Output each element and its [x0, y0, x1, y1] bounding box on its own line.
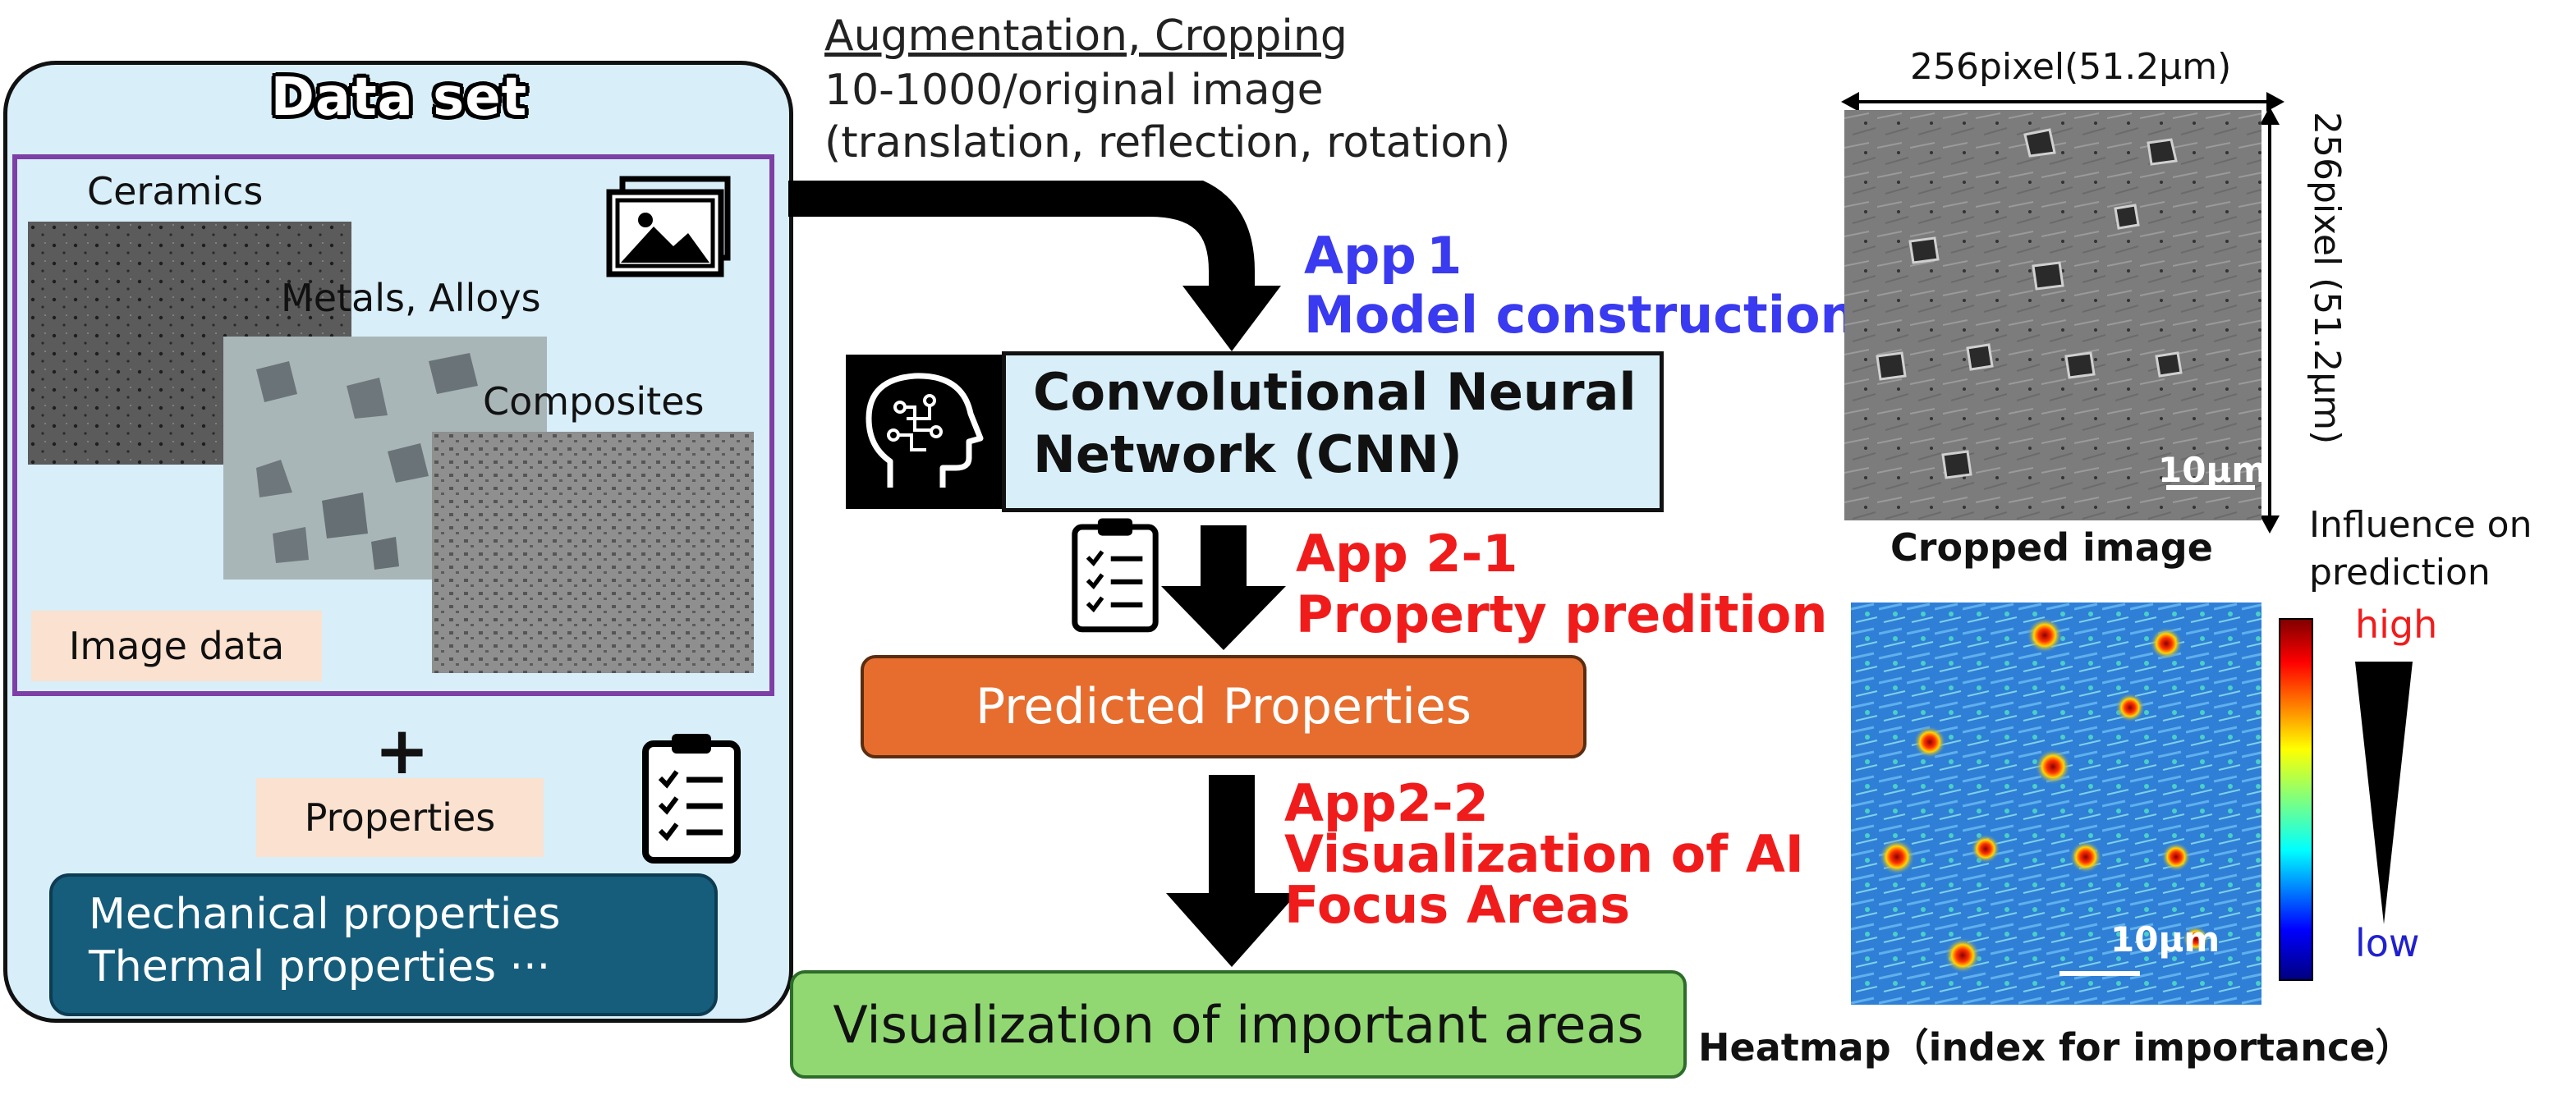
down-arrow-icon [1161, 525, 1286, 650]
influence-line2: prediction [2309, 552, 2491, 593]
augmentation-title: Augmentation, Cropping [824, 11, 1348, 61]
cropped-sem-image [1844, 110, 2261, 520]
composites-label: Composites [483, 379, 705, 424]
image-data-frame [12, 154, 774, 696]
plus-sign: + [374, 712, 430, 789]
app1-text: Model construction [1304, 285, 1857, 345]
cnn-line2: Network (CNN) [1033, 424, 1462, 484]
low-label: low [2355, 921, 2420, 965]
heatmap-image [1851, 602, 2261, 1005]
cnn-box [1002, 351, 1664, 512]
properties-label: Properties [256, 778, 544, 857]
down-arrow-icon [1166, 775, 1297, 967]
heatmap-scale-label: 10μm [2110, 919, 2220, 960]
ceramics-label: Ceramics [87, 169, 264, 213]
clipboard-checklist-icon [642, 734, 741, 864]
crop-width-label: 256pixel(51.2μm) [1910, 46, 2232, 88]
importance-wedge [2355, 662, 2413, 924]
app22-line1: Visualization of AI [1284, 824, 1804, 884]
width-double-arrow [1841, 92, 2284, 112]
predicted-properties-box: Predicted Properties [861, 655, 1586, 758]
high-label: high [2355, 602, 2438, 647]
heatmap-caption: Heatmap（index for importance） [1698, 1025, 2413, 1070]
influence-line1: Influence on [2309, 504, 2532, 546]
dataset-to-cnn-arrow [788, 181, 1281, 351]
ai-head-icon [866, 373, 984, 488]
app22-label: App2-2 [1284, 773, 1489, 833]
height-double-arrow [2260, 107, 2280, 534]
heatmap-colorbar [2279, 618, 2313, 981]
app21-text: Property predition [1296, 584, 1828, 644]
crop-scale-label: 10μm [2158, 450, 2268, 490]
cropped-caption: Cropped image [1890, 525, 2213, 570]
augmentation-line1: 10-1000/original image [824, 66, 1324, 115]
property-types-box: Mechanical properties Thermal properties… [49, 873, 718, 1016]
dataset-title: Data set [270, 67, 528, 128]
image-data-label: Image data [31, 611, 322, 681]
cnn-line1: Convolutional Neural [1033, 362, 1637, 422]
metals-label: Metals, Alloys [281, 276, 541, 320]
augmentation-line2: (translation, reflection, rotation) [824, 118, 1511, 167]
app22-line2: Focus Areas [1284, 875, 1631, 935]
crop-height-label: 256pixel (51.2μm) [2306, 112, 2348, 445]
cnn-text: Convolutional Neural Network (CNN) [1033, 361, 1637, 486]
app21-label: App 2-1 [1296, 524, 1518, 584]
composites-micrograph [432, 432, 754, 673]
image-gallery-icon [606, 176, 731, 277]
app1-label: App 1 [1304, 226, 1462, 286]
visualization-box: Visualization of important areas [790, 970, 1687, 1079]
mechanical-properties: Mechanical properties [89, 890, 561, 939]
thermal-properties: Thermal properties ··· [89, 942, 551, 992]
clipboard-checklist-icon [1072, 518, 1159, 633]
